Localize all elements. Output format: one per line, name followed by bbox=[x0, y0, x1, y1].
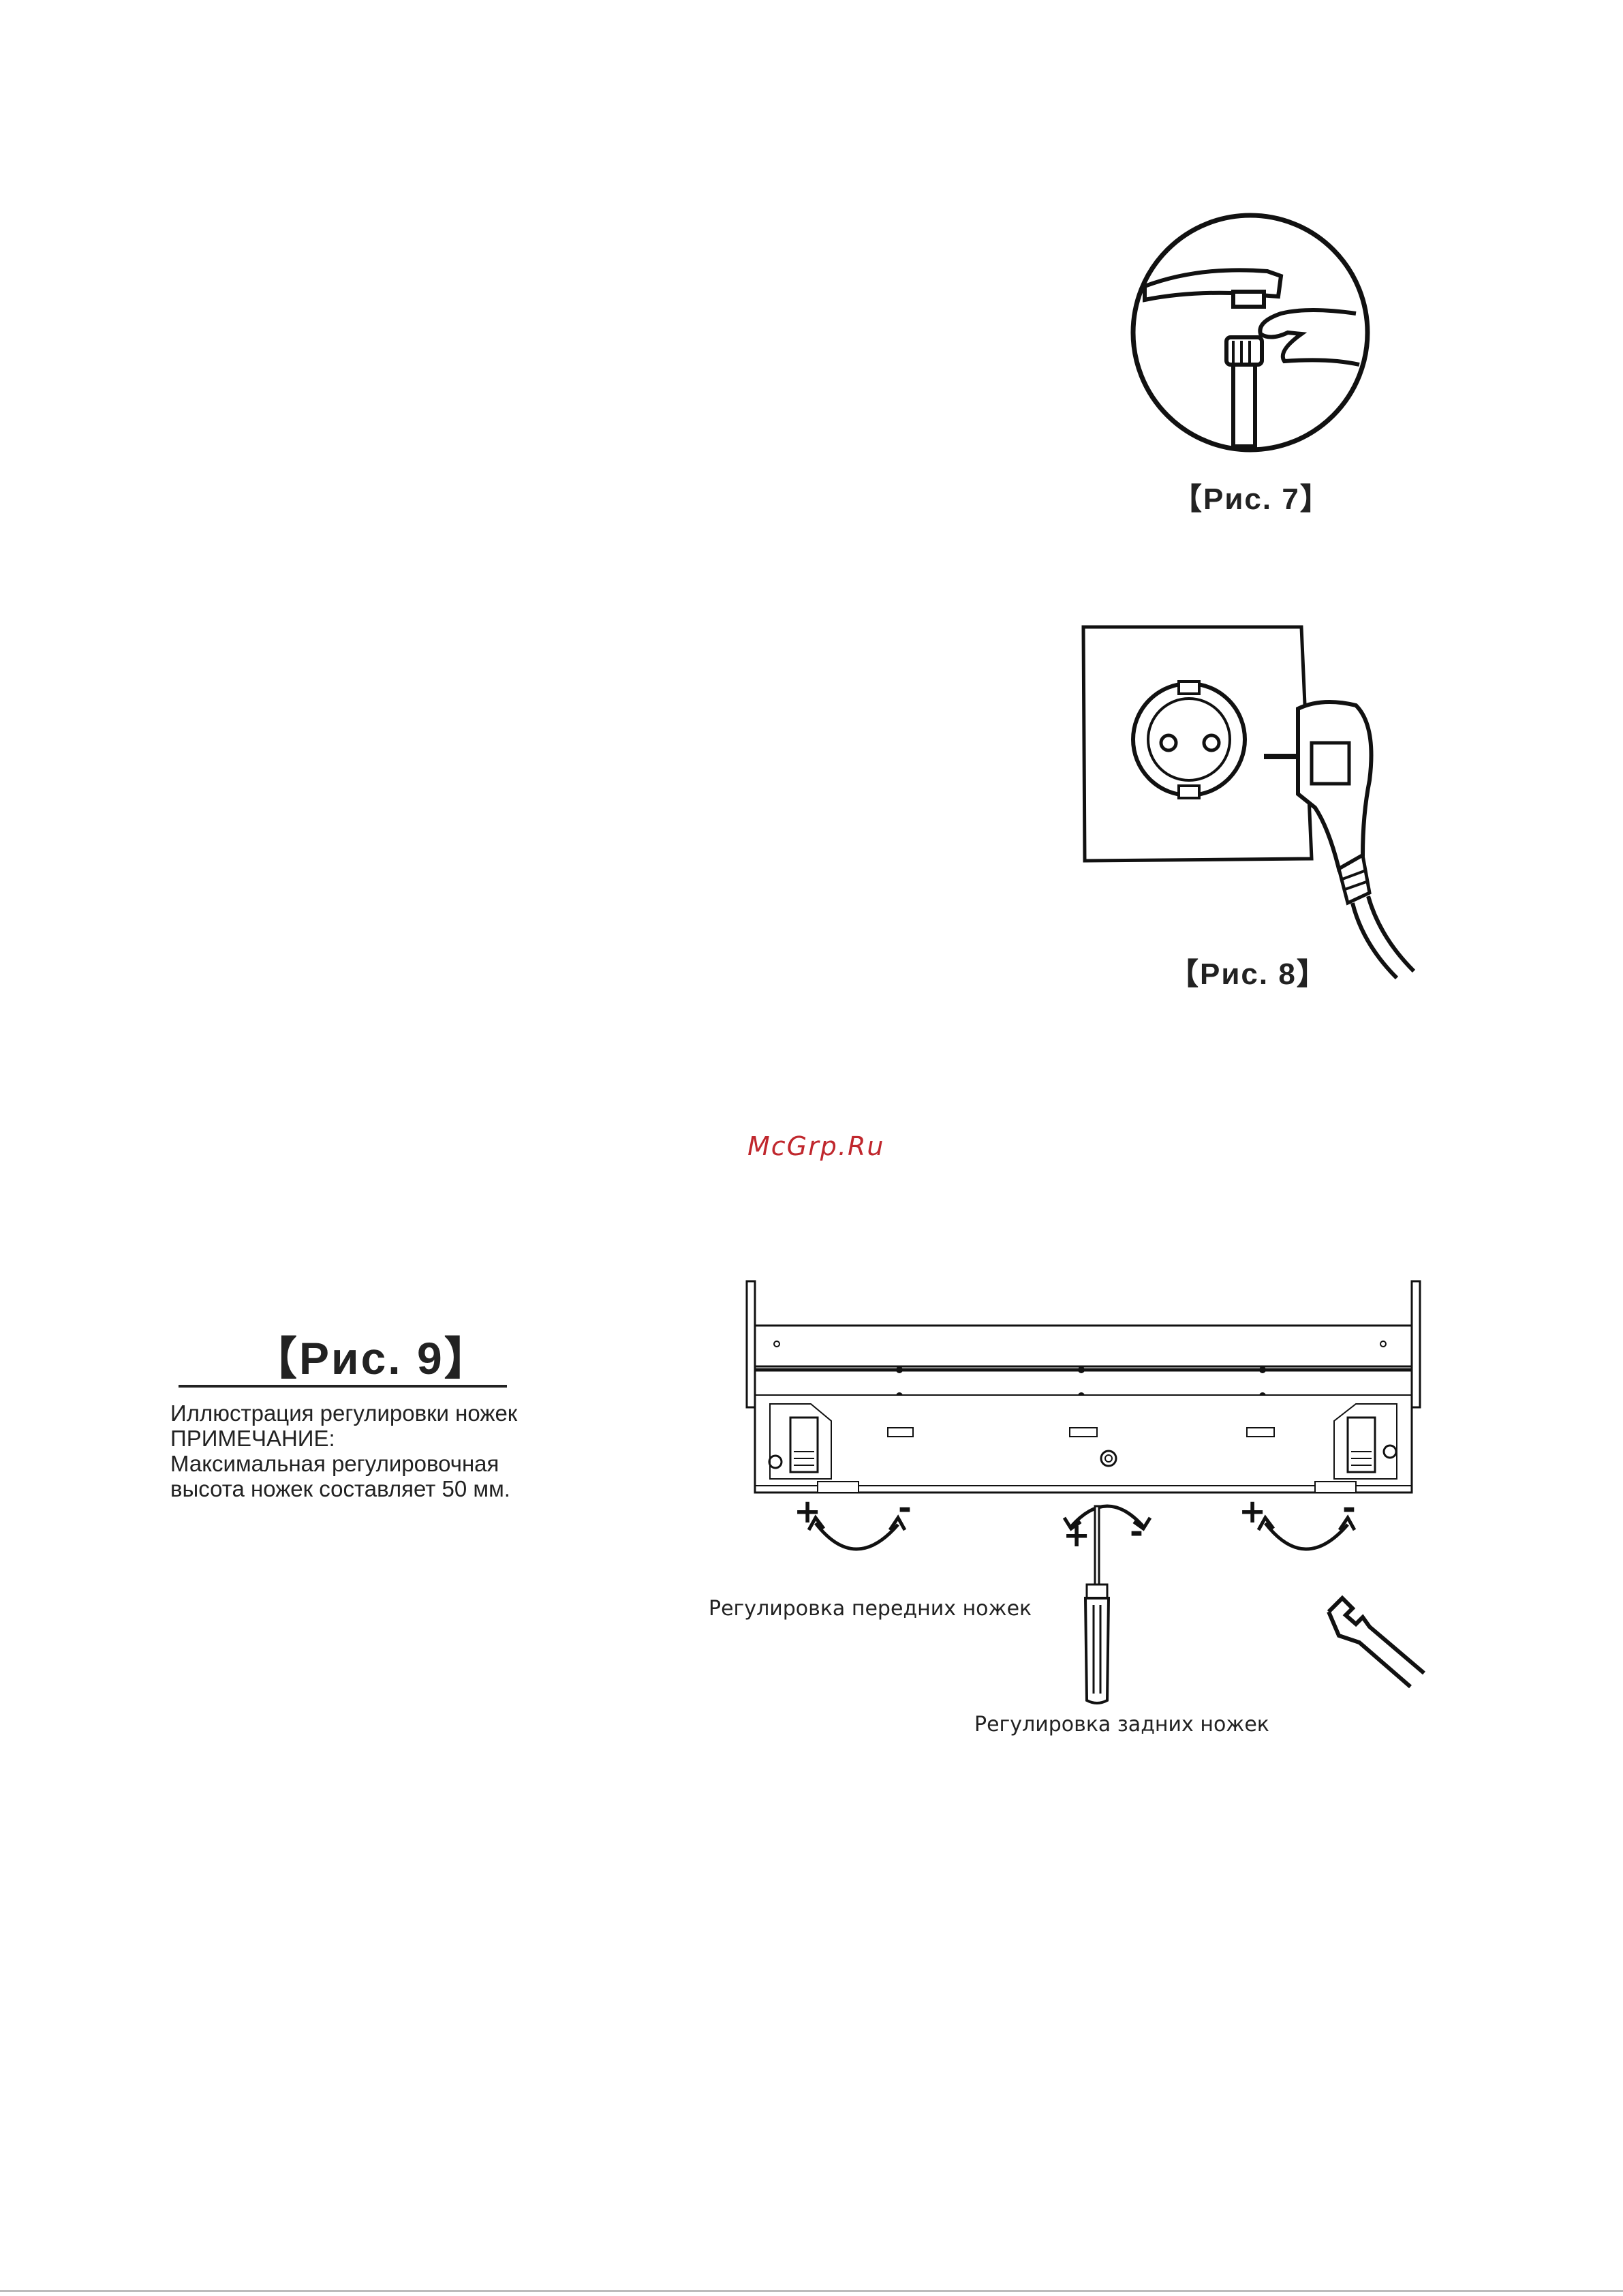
front-right-arrow-icon bbox=[1257, 1516, 1356, 1564]
note-line-1: Иллюстрация регулировки ножек bbox=[170, 1400, 579, 1426]
wrench-icon bbox=[1322, 1585, 1431, 1680]
screwdriver-icon bbox=[1080, 1503, 1114, 1707]
front-left-plus: + bbox=[794, 1493, 821, 1531]
note-line-4: высота ножек составляет 50 мм. bbox=[170, 1476, 579, 1501]
rear-minus: - bbox=[1130, 1513, 1143, 1551]
front-left-minus: - bbox=[898, 1489, 912, 1527]
fig9-note: Иллюстрация регулировки ножек ПРИМЕЧАНИЕ… bbox=[170, 1400, 579, 1501]
rear-legs-label: Регулировка задних ножек bbox=[974, 1713, 1269, 1736]
fig8-caption: 【Рис. 8】 bbox=[1169, 949, 1328, 993]
note-line-2: ПРИМЕЧАНИЕ: bbox=[170, 1426, 579, 1451]
fig9-caption: 【Рис. 9】 bbox=[252, 1322, 491, 1388]
page-bottom-edge bbox=[0, 2290, 1623, 2292]
fig7-caption: 【Рис. 7】 bbox=[1172, 474, 1331, 518]
fig8-illustration bbox=[1077, 624, 1431, 978]
fig9-base-illustration bbox=[743, 1274, 1424, 1506]
front-left-arrow-icon bbox=[807, 1516, 906, 1564]
front-legs-label: Регулировка передних ножек bbox=[709, 1597, 1032, 1621]
front-right-minus: - bbox=[1342, 1489, 1356, 1527]
front-right-plus: + bbox=[1239, 1493, 1266, 1531]
fig7-illustration bbox=[1124, 211, 1376, 457]
note-line-3: Максимальная регулировочная bbox=[170, 1451, 579, 1476]
watermark: McGrp.Ru bbox=[747, 1131, 884, 1161]
fig9-caption-underline bbox=[179, 1385, 507, 1388]
